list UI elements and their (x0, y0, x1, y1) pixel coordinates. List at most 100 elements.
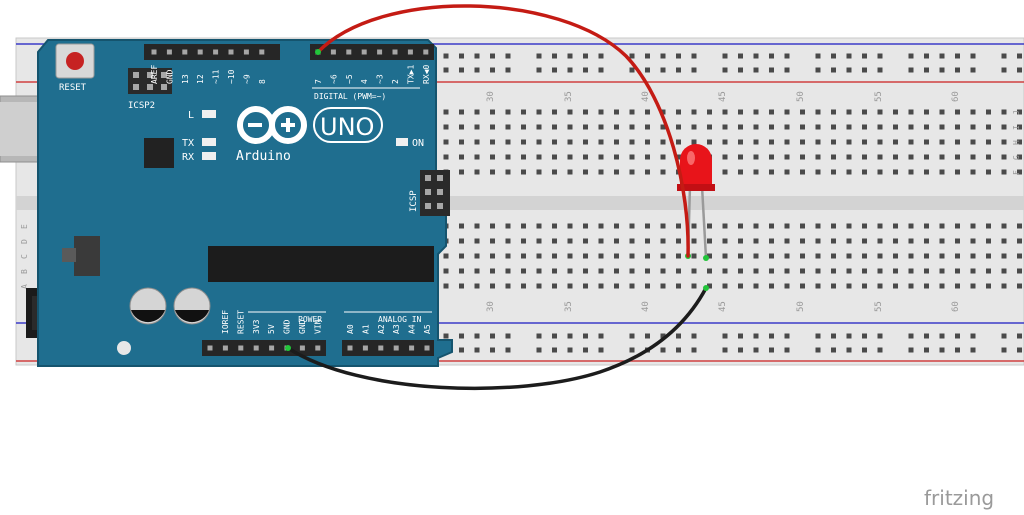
rail-hole (862, 333, 867, 339)
brand-label: Arduino (236, 149, 291, 164)
power-pin[interactable] (238, 345, 244, 351)
breadboard-hole (970, 139, 976, 145)
power-pin[interactable] (315, 345, 321, 351)
breadboard-hole (567, 139, 573, 145)
breadboard-hole (955, 268, 960, 274)
power-pin[interactable] (299, 345, 305, 351)
breadboard-hole (614, 124, 619, 130)
breadboard-hole (645, 268, 650, 274)
icsp2-pin[interactable] (161, 84, 167, 90)
breadboard-hole (614, 169, 619, 175)
breadboard-hole (970, 154, 976, 160)
digital-pin[interactable] (407, 49, 413, 55)
led-dome[interactable] (680, 144, 712, 190)
digital-pin[interactable] (361, 49, 367, 55)
breadboard-hole (645, 139, 650, 145)
digital-pin[interactable] (346, 49, 352, 55)
breadboard-hole (955, 223, 960, 229)
reset-button-cap[interactable] (66, 52, 84, 70)
rail-hole (908, 347, 914, 353)
rail-hole (660, 333, 666, 339)
icsp2-pin[interactable] (161, 72, 167, 78)
breadboard-hole (567, 253, 573, 259)
breadboard-hole (738, 223, 743, 229)
black-wire[interactable] (286, 286, 708, 391)
analog-pin[interactable] (347, 345, 353, 351)
power-pin[interactable] (207, 345, 213, 351)
breadboard-hole (505, 154, 511, 160)
icsp-pin[interactable] (437, 189, 443, 195)
icsp-pin[interactable] (437, 175, 443, 181)
row-letter-bottom: B (20, 269, 29, 274)
analog-pin[interactable] (378, 345, 384, 351)
digital-pin[interactable] (166, 49, 172, 55)
breadboard-hole (1001, 139, 1007, 145)
rail-hole (567, 333, 573, 339)
breadboard-hole (893, 124, 898, 130)
breadboard-hole (862, 283, 867, 289)
breadboard-hole (490, 169, 495, 175)
icsp-pin[interactable] (425, 175, 431, 181)
rail-hole (1001, 333, 1007, 339)
breadboard-hole (474, 139, 480, 145)
breadboard-hole (1017, 253, 1022, 259)
led-l-label: L (188, 110, 194, 121)
power-pin[interactable] (269, 345, 275, 351)
breadboard-hole (753, 169, 759, 175)
breadboard-hole (753, 124, 759, 130)
digital-pin[interactable] (197, 49, 203, 55)
mounting-hole (117, 341, 131, 355)
breadboard-hole (908, 253, 914, 259)
digital-pin[interactable] (243, 49, 249, 55)
breadboard-hole (908, 223, 914, 229)
power-pin[interactable] (253, 345, 259, 351)
icsp2-pin[interactable] (133, 72, 139, 78)
digital-pin[interactable] (330, 49, 336, 55)
breadboard-hole (660, 283, 666, 289)
digital-pin[interactable] (423, 49, 429, 55)
breadboard-hole (691, 283, 697, 289)
digital-pin[interactable] (377, 49, 383, 55)
breadboard-hole (738, 283, 743, 289)
breadboard-hole (924, 124, 929, 130)
breadboard-hole (986, 268, 991, 274)
rail-hole (490, 333, 495, 339)
breadboard-hole (552, 139, 557, 145)
breadboard-hole (986, 238, 991, 244)
breadboard-hole (1001, 253, 1007, 259)
icsp2-pin[interactable] (147, 84, 153, 90)
digital-pin[interactable] (151, 49, 157, 55)
rail-hole (738, 53, 743, 59)
digital-pin[interactable] (259, 49, 265, 55)
analog-pin[interactable] (409, 345, 415, 351)
analog-pin[interactable] (362, 345, 368, 351)
rail-hole (552, 53, 557, 59)
red-wire[interactable] (316, 4, 690, 258)
icsp-pin[interactable] (437, 203, 443, 209)
row-letter-bottom: C (20, 254, 29, 259)
icsp2-pin[interactable] (147, 72, 153, 78)
digital-pin-label: AREF (150, 65, 159, 84)
rail-hole (831, 333, 836, 339)
analog-pin[interactable] (393, 345, 399, 351)
rail-hole (490, 53, 495, 59)
rail-hole (1017, 333, 1022, 339)
breadboard-hole (474, 169, 480, 175)
breadboard-hole (924, 139, 929, 145)
icsp2-pin[interactable] (133, 84, 139, 90)
icsp-pin[interactable] (425, 189, 431, 195)
digital-pin[interactable] (392, 49, 398, 55)
voltage-regulator (74, 236, 100, 276)
usb-chip (144, 138, 174, 168)
power-pin-label: GND (283, 319, 292, 334)
breadboard-hole (815, 283, 821, 289)
icsp-pin[interactable] (425, 203, 431, 209)
breadboard-hole (800, 109, 805, 115)
digital-pin[interactable] (228, 49, 234, 55)
breadboard-hole (800, 253, 805, 259)
digital-pin[interactable] (213, 49, 219, 55)
led-tx-label: TX (182, 138, 194, 149)
power-pin[interactable] (222, 345, 228, 351)
analog-pin[interactable] (424, 345, 430, 351)
digital-pin[interactable] (182, 49, 188, 55)
